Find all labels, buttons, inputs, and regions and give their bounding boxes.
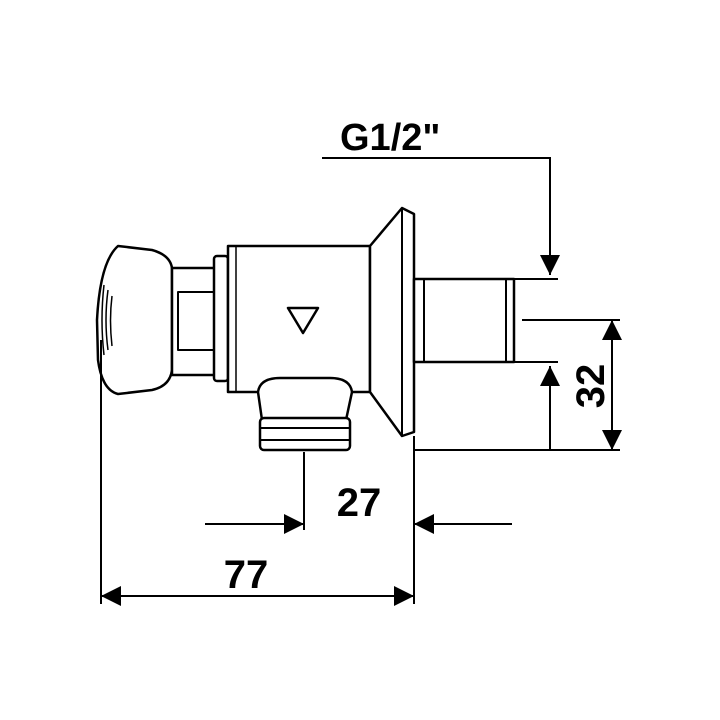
flow-direction-icon bbox=[286, 306, 320, 335]
neck-ring bbox=[212, 254, 230, 383]
outlet-offset-label: 27 bbox=[337, 481, 382, 525]
outlet-nut bbox=[258, 416, 352, 452]
wall-flange bbox=[368, 206, 416, 438]
thread-label: G1/2" bbox=[340, 117, 440, 159]
outlet-height-label: 32 bbox=[569, 364, 613, 409]
valve-stem bbox=[170, 266, 219, 377]
thread-leader-line bbox=[322, 157, 560, 275]
inlet-thread bbox=[412, 277, 516, 364]
overall-length-label: 77 bbox=[224, 553, 269, 597]
outlet-neck bbox=[256, 376, 354, 422]
valve-drawing bbox=[95, 206, 516, 452]
push-button-grip bbox=[101, 284, 113, 356]
push-button bbox=[95, 244, 174, 396]
dimension-lines bbox=[100, 157, 622, 606]
